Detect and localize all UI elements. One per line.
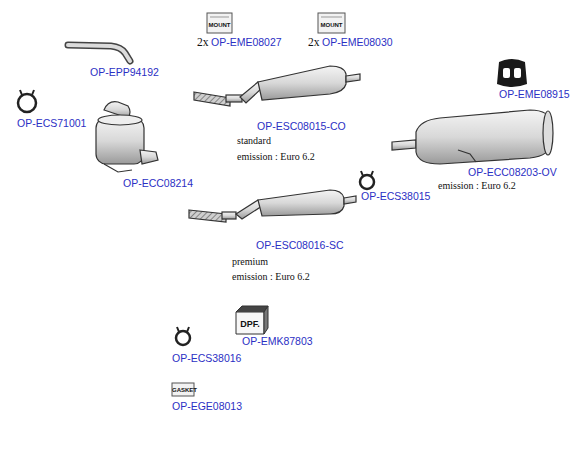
part-number: OP-EMK87803	[242, 336, 313, 348]
part-number: OP-ESC08015-CO	[257, 121, 346, 133]
part-number: OP-ECS38016	[172, 353, 241, 365]
front-pipe	[68, 45, 130, 61]
mount-icon	[207, 13, 345, 33]
rubber-hanger	[497, 59, 527, 87]
part-number: OP-ECS71001	[17, 118, 86, 130]
rear-silencer	[392, 110, 553, 164]
icon-text: DPF.	[236, 320, 264, 330]
part-number: OP-ECC08203-OV	[468, 167, 557, 179]
note-text: emission : Euro 6.2	[438, 180, 516, 191]
icon-text: MOUNT	[208, 22, 231, 29]
part-number: OP-ECC08214	[123, 178, 193, 190]
note-text: premium	[232, 256, 268, 267]
part-number: OP-ESC08016-SC	[256, 240, 344, 252]
middle-pipe	[194, 66, 360, 106]
catalytic-converter	[96, 102, 158, 172]
middle-pipe	[189, 190, 356, 222]
note-text: emission : Euro 6.2	[232, 271, 310, 282]
quantity-text: 2x	[197, 36, 209, 49]
note-text: standard	[237, 135, 271, 146]
part-number: OP-EME08027	[211, 37, 282, 49]
part-number: OP-ECS38015	[361, 191, 430, 203]
gasket-icon	[172, 383, 194, 396]
dpf-kit-icon	[236, 306, 268, 334]
part-number: OP-EGE08013	[172, 401, 242, 413]
part-number: OP-EME08030	[322, 37, 393, 49]
icon-text: MOUNT	[319, 22, 344, 29]
note-text: emission : Euro 6.2	[237, 151, 315, 162]
part-number: OP-EME08915	[499, 89, 570, 101]
pipe-clamp	[18, 90, 374, 345]
icon-text: GASKET	[172, 387, 194, 394]
part-number: OP-EPP94192	[90, 67, 159, 79]
quantity-text: 2x	[308, 36, 320, 49]
